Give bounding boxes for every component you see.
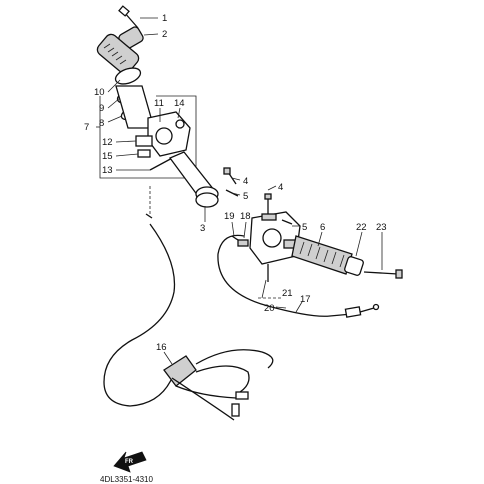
callout-14: 14 xyxy=(174,98,185,109)
screw-part-15 xyxy=(137,149,151,158)
ring-part-10 xyxy=(114,67,142,85)
right-switch-housing xyxy=(249,211,301,265)
cable-nipple-17 xyxy=(372,303,380,311)
fitting-part-18 xyxy=(237,239,249,247)
callout-5b: 5 xyxy=(302,222,307,233)
cable-junction-16 xyxy=(163,349,274,421)
grip-end-part-22 xyxy=(344,256,364,276)
screw-head-4b xyxy=(264,193,272,200)
callout-23: 23 xyxy=(376,222,387,233)
throttle-housing xyxy=(147,111,191,157)
screw-head-23 xyxy=(395,269,403,279)
left-grip xyxy=(96,33,140,75)
callout-9: 9 xyxy=(99,103,104,114)
cable-tip-17 xyxy=(359,307,375,313)
junction-end-b xyxy=(231,403,240,417)
callout-17: 17 xyxy=(300,294,311,305)
callout-4a: 4 xyxy=(243,176,248,187)
leader-21b xyxy=(261,279,267,299)
callout-20: 20 xyxy=(264,303,275,314)
callout-12: 12 xyxy=(102,137,113,148)
callout-1: 1 xyxy=(162,13,167,24)
callout-10: 10 xyxy=(94,87,105,98)
screw-part-5b xyxy=(281,219,293,225)
callout-7: 7 xyxy=(84,122,89,133)
bracket-part-12 xyxy=(135,135,153,147)
clamp-base xyxy=(195,192,219,208)
right-grip xyxy=(291,235,353,275)
leader-lines xyxy=(96,17,383,365)
callout-8: 8 xyxy=(99,118,104,129)
junction-end-a xyxy=(235,391,249,400)
front-marker-label: FR xyxy=(125,459,134,465)
callout-6: 6 xyxy=(320,222,325,233)
callout-11: 11 xyxy=(154,98,164,109)
front-arrow-icon: FR xyxy=(113,451,147,473)
screw-part-23 xyxy=(363,271,399,275)
cable-end-left xyxy=(145,213,153,219)
callout-3: 3 xyxy=(200,223,205,234)
callout-19: 19 xyxy=(224,211,235,222)
throttle-cable-left xyxy=(103,223,176,407)
throttle-cable-17 xyxy=(217,234,353,317)
drawing-code: 4DL3351-4310 xyxy=(100,475,153,484)
callout-22: 22 xyxy=(356,222,367,233)
callout-18: 18 xyxy=(240,211,251,222)
callout-5a: 5 xyxy=(243,191,248,202)
screw-head-4a xyxy=(223,167,231,175)
callout-4b: 4 xyxy=(278,182,283,193)
callout-13: 13 xyxy=(102,165,113,176)
screw-part-1 xyxy=(118,5,139,29)
callout-21: 21 xyxy=(282,288,293,299)
cable-adjuster-17 xyxy=(344,306,362,318)
callout-15: 15 xyxy=(102,151,113,162)
callout-16: 16 xyxy=(156,342,167,353)
callout-2: 2 xyxy=(162,29,167,40)
